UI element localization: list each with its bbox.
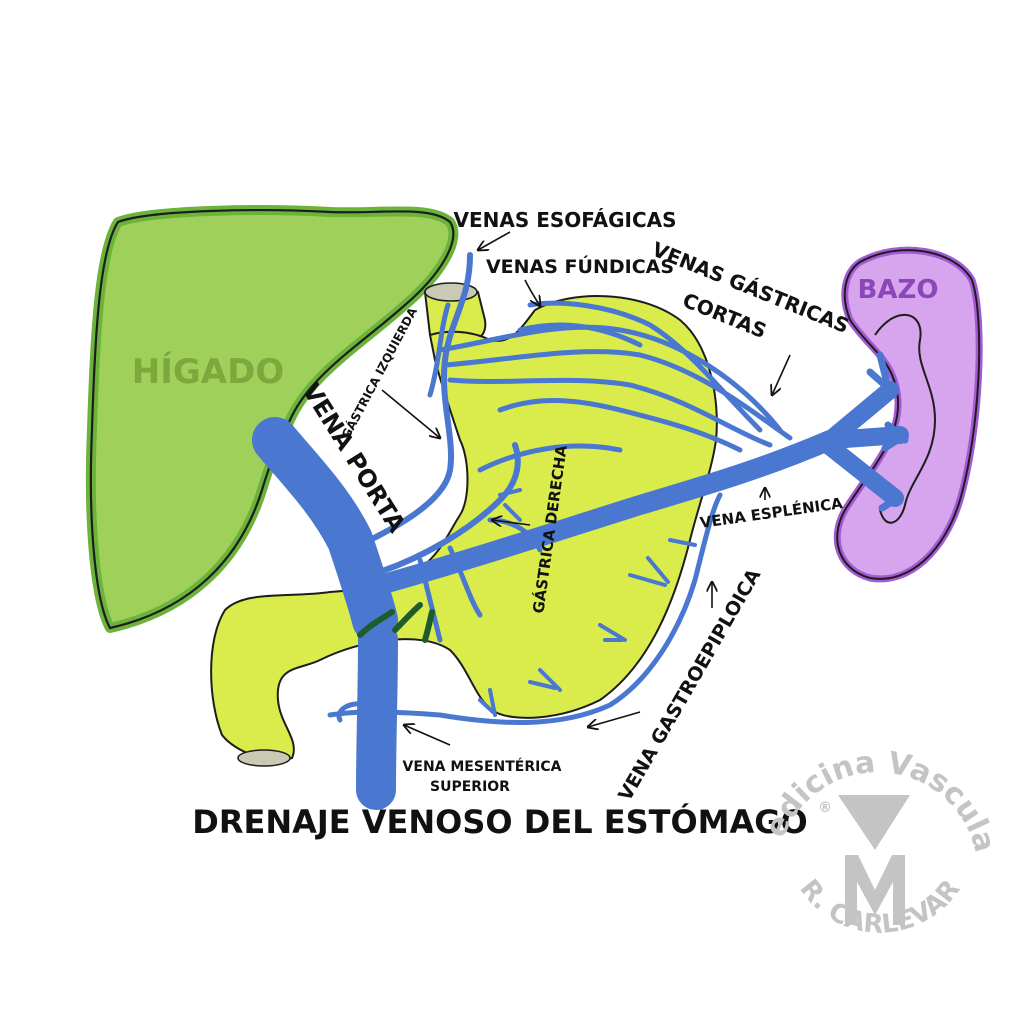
callout-arrows xyxy=(381,231,791,746)
superior-mesenteric-vein xyxy=(356,620,398,810)
splenic-twig-upper xyxy=(866,351,894,399)
spleen-label: BAZO xyxy=(858,275,939,305)
spleen: BAZO xyxy=(833,246,983,583)
watermark-m-shape xyxy=(845,855,905,925)
liver-label: HÍGADO xyxy=(132,351,284,392)
arrow-esophageal xyxy=(478,231,511,250)
spleen-outline xyxy=(836,249,981,580)
portal-vein xyxy=(252,417,398,643)
gastroepiploic-vein xyxy=(327,492,723,726)
spleen-hilum xyxy=(874,314,937,524)
right-gastric-vein xyxy=(367,442,521,578)
veins xyxy=(252,252,909,810)
pyloric-branch-2 xyxy=(447,545,483,618)
gastroepiploic-twig-2 xyxy=(528,668,562,692)
short-gastric-vein-3 xyxy=(447,377,773,448)
gastroepiploic-twig-1 xyxy=(478,688,497,717)
label-sup-mesenteric-1: VENA MESENTÉRICA xyxy=(403,758,562,775)
arrow-left-gastric xyxy=(381,389,440,438)
gastroepiploic-loop xyxy=(336,701,373,723)
splenic-branch-middle xyxy=(823,426,909,449)
splenic-vein xyxy=(370,430,840,595)
label-fundic-veins: VENAS FÚNDICAS xyxy=(486,254,674,278)
duodenum-cut xyxy=(237,749,291,767)
short-gastric-vein-2 xyxy=(442,349,793,441)
bile-duct-strokes xyxy=(357,602,435,643)
watermark-v-shape xyxy=(838,795,910,850)
gastric-vein-4 xyxy=(497,398,743,453)
fundic-vein-2 xyxy=(517,322,643,348)
gastroepiploic-twig-4 xyxy=(628,556,670,587)
lesser-curve-twigs xyxy=(498,488,522,522)
left-gastric-vein xyxy=(367,252,473,543)
arrow-right-gastric xyxy=(492,520,531,525)
diagram-title: DRENAJE VENOSO DEL ESTÓMAGO xyxy=(192,802,807,841)
splenic-twig-middle xyxy=(881,421,909,452)
arrow-fundic xyxy=(524,279,540,306)
splenic-twig-lower xyxy=(878,484,904,512)
arrow-sup-mesenteric xyxy=(404,725,451,746)
label-esophageal-veins: VENAS ESOFÁGICAS xyxy=(453,208,676,232)
gastroepiploic-twig-3 xyxy=(598,623,627,642)
pyloric-branch-1 xyxy=(417,557,443,643)
fundic-vein-1 xyxy=(527,300,763,433)
esophageal-branch xyxy=(427,302,451,398)
label-sup-mesenteric-2: SUPERIOR xyxy=(430,779,510,795)
gastroepiploic-twig-5 xyxy=(668,538,697,547)
arrow-gastroepiploic-lower xyxy=(588,711,641,727)
watermark-registered: ® xyxy=(818,800,832,816)
arrow-short-gastric xyxy=(772,354,791,395)
short-gastric-vein-1 xyxy=(437,324,783,433)
gastric-vein-5 xyxy=(477,443,623,473)
